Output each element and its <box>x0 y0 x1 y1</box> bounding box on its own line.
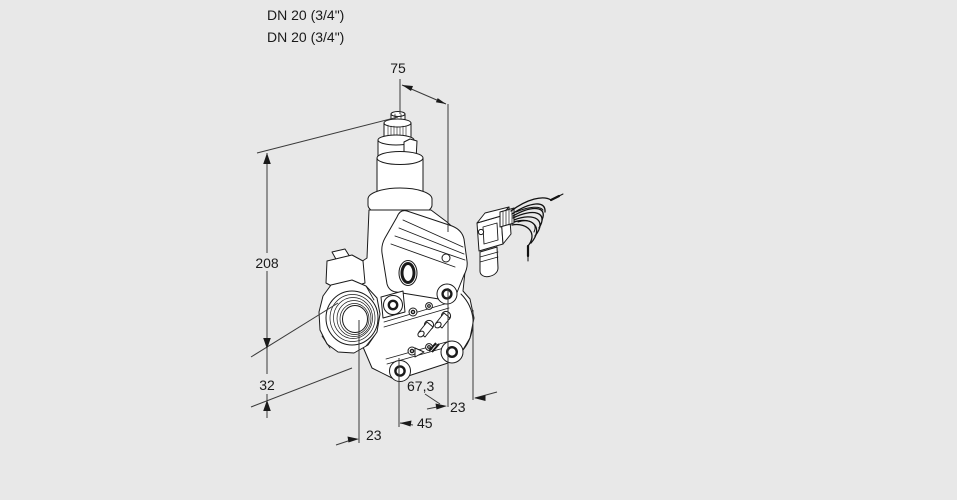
flow-direction-arrow <box>414 342 440 358</box>
dimension-75 <box>399 79 449 407</box>
dn-label-1: DN 20 (3/4") <box>267 7 344 23</box>
dimension-lines <box>250 79 498 446</box>
dim-label-23-left: 23 <box>366 427 382 443</box>
dim-label-32: 32 <box>259 377 275 393</box>
valve-housing <box>355 209 475 381</box>
dn-label-2: DN 20 (3/4") <box>267 29 344 45</box>
flange-bolts <box>380 283 464 382</box>
solenoid-body <box>367 151 433 217</box>
drawing-labels: DN 20 (3/4") DN 20 (3/4") 75 208 32 67,3… <box>255 7 465 443</box>
panel-hole <box>441 253 451 263</box>
dim-label-45: 45 <box>417 415 433 431</box>
dimension-208-32 <box>250 116 399 418</box>
dim-label-67-3: 67,3 <box>407 378 434 394</box>
plug-connector <box>476 206 515 278</box>
dim-label-75: 75 <box>390 60 406 76</box>
dim-label-23-right: 23 <box>450 399 466 415</box>
dim-label-208: 208 <box>255 255 279 271</box>
inlet-flange <box>318 248 381 354</box>
dimension-arrowheads <box>263 85 486 443</box>
valve-figure <box>318 111 564 382</box>
connector-wires <box>510 193 564 262</box>
oval-tap <box>398 260 418 286</box>
